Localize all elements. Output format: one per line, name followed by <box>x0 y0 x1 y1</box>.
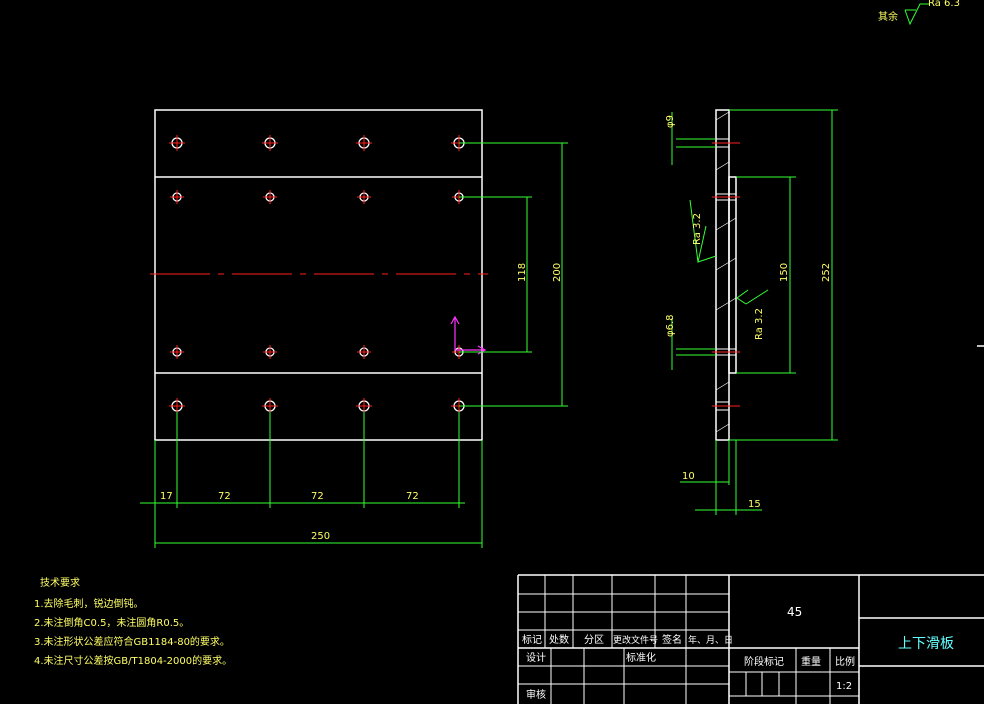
front-dimensions <box>140 142 568 548</box>
tech-requirements: 技术要求 1.去除毛刺，锐边倒钝。 2.未注倒角C0.5，未注圆角R0.5。 3… <box>34 576 232 667</box>
tech-req-item-1: 1.去除毛刺，锐边倒钝。 <box>34 597 144 610</box>
tb-design: 设计 <box>526 651 546 664</box>
dim-overall-width: 250 <box>311 531 330 542</box>
tech-req-item-4: 4.未注尺寸公差按GB/T1804-2000的要求。 <box>34 654 232 667</box>
tb-row-label-6: 年、月、日 <box>688 634 733 646</box>
dim-side-inner: 150 <box>779 263 790 282</box>
tb-row-label-4: 更改文件号 <box>613 634 658 646</box>
dim-h-2: 72 <box>311 491 324 502</box>
dim-hole-bottom: φ6.8 <box>665 315 676 338</box>
front-holes <box>169 135 467 414</box>
dim-thickness-a: 10 <box>682 471 695 482</box>
tb-weight: 重量 <box>801 655 821 668</box>
side-plate-thick <box>728 176 737 374</box>
side-hole-edges <box>716 138 736 411</box>
tb-row-label-5: 签名 <box>662 633 682 646</box>
plate-outline <box>154 109 483 441</box>
front-dim-texts: 17 72 72 72 250 200 118 <box>160 263 563 542</box>
tb-row-label-1: 标记 <box>522 634 542 646</box>
title-block <box>517 574 984 704</box>
side-plate-thin <box>715 109 730 441</box>
front-view <box>150 109 488 441</box>
dim-v-outer: 200 <box>552 263 563 282</box>
tb-row-label-2: 处数 <box>549 633 569 646</box>
tech-req-item-2: 2.未注倒角C0.5，未注圆角R0.5。 <box>34 616 189 629</box>
roughness-left: Ra 3.2 <box>692 213 703 245</box>
tb-part-name: 上下滑板 <box>898 635 954 652</box>
dim-thickness-b: 15 <box>748 499 761 510</box>
dim-v-inner: 118 <box>517 263 528 282</box>
dim-h-0: 17 <box>160 491 173 502</box>
roughness-note: 其余 Ra 6.3 <box>878 0 960 23</box>
tb-material: 45 <box>787 605 802 619</box>
ucs-icon <box>450 315 487 355</box>
roughness-note-label: 其余 <box>878 10 898 23</box>
tb-scale: 比例 <box>835 655 855 668</box>
side-dimensions <box>671 3 930 515</box>
tb-review: 审核 <box>526 688 546 701</box>
tb-row-label-3: 分区 <box>584 634 604 646</box>
tb-scale-value: 1:2 <box>836 681 852 692</box>
dim-side-outer: 252 <box>821 263 832 282</box>
dim-hole-top: φ9 <box>665 115 676 128</box>
roughness-right: Ra 3.2 <box>754 308 765 340</box>
dim-h-1: 72 <box>218 491 231 502</box>
side-hatch <box>715 111 737 433</box>
tb-standardize: 标准化 <box>626 651 656 664</box>
tech-req-item-3: 3.未注形状公差应符合GB1184-80的要求。 <box>34 635 230 648</box>
title-block-texts: 45 上下滑板 标记 处数 分区 更改文件号 签名 年、月、日 设计 标准化 阶… <box>522 605 954 701</box>
tb-stage-mark: 阶段标记 <box>744 655 784 668</box>
dim-h-3: 72 <box>406 491 419 502</box>
side-view <box>712 109 740 441</box>
side-hole-marks <box>712 142 740 407</box>
roughness-note-value: Ra 6.3 <box>928 0 960 9</box>
tech-req-title: 技术要求 <box>40 576 80 589</box>
side-dim-texts: φ9 φ6.8 Ra 3.2 Ra 3.2 150 252 10 15 <box>665 115 832 510</box>
